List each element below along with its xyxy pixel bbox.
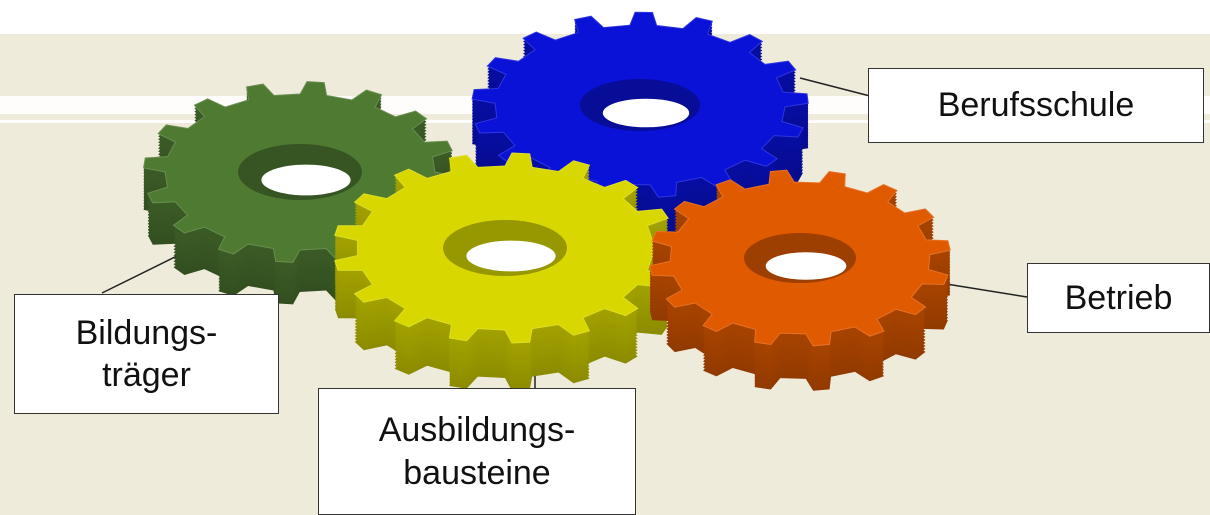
orange-gear-hole-light [765,252,847,280]
label-berufsschule: Berufsschule [868,68,1204,143]
label-ausbildungsbausteine: Ausbildungs- bausteine [318,388,636,515]
label-ausbildungsbausteine-line2: bausteine [403,453,551,492]
connector-bildungstraeger [101,251,186,294]
green-gear-hole-light [261,164,351,196]
label-berufsschule-text: Berufsschule [937,86,1135,125]
connector-betrieb [939,282,1028,298]
yellow-gear-hole-light [466,240,556,272]
label-bildungstraeger: Bildungs- träger [14,294,279,414]
blue-gear-hole-light [602,98,690,128]
yellow-gear [334,152,677,391]
connector-berufsschule [799,77,871,97]
label-bildungstraeger-line1: Bildungs- [75,313,218,352]
label-ausbildungsbausteine-line1: Ausbildungs- [378,411,576,449]
label-betrieb: Betrieb [1027,263,1210,333]
orange-gear [649,169,951,391]
gears [143,11,951,391]
label-betrieb-text: Betrieb [1064,278,1173,317]
label-bildungstraeger-line2: träger [102,356,191,394]
